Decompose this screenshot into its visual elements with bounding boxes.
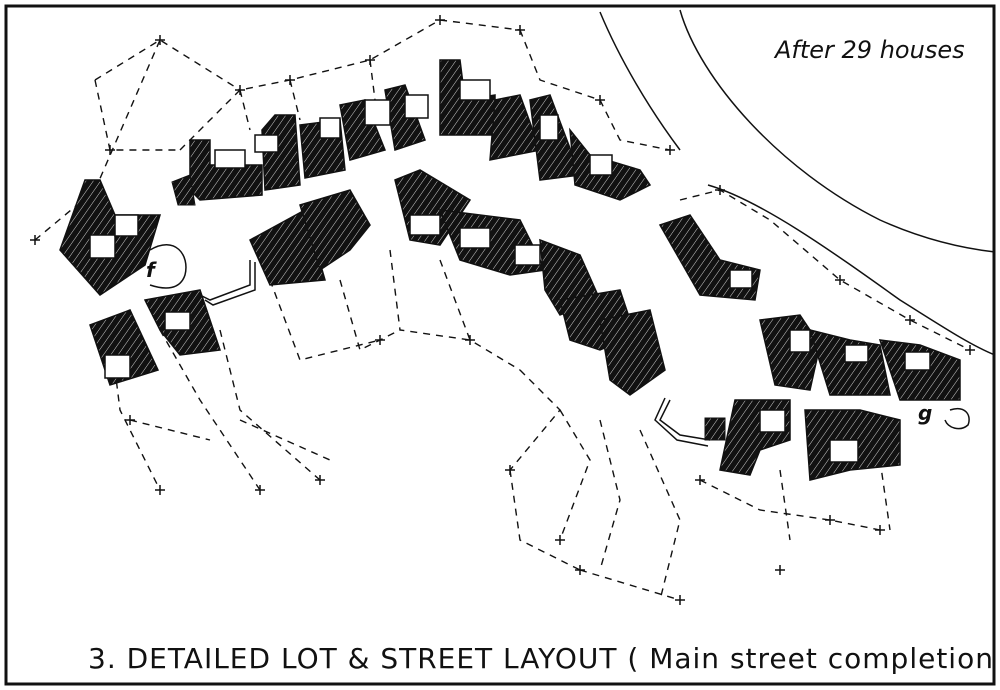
house xyxy=(299,189,371,272)
house xyxy=(189,139,263,201)
drawing-caption: 3. DETAILED LOT & STREET LAYOUT ( Main s… xyxy=(88,642,1000,675)
house xyxy=(261,114,301,191)
house xyxy=(339,99,387,161)
house xyxy=(599,309,666,396)
lot-lines xyxy=(34,19,971,601)
lot-label-f: f xyxy=(146,258,157,282)
lot-label-g: g xyxy=(918,401,932,425)
footpaths xyxy=(149,244,970,447)
house xyxy=(249,208,326,286)
houses xyxy=(59,59,961,481)
shoreline xyxy=(599,9,996,356)
street-ends xyxy=(171,174,726,441)
house xyxy=(439,59,496,136)
sheet-border xyxy=(4,4,996,686)
houses-note: After 29 houses xyxy=(773,36,965,64)
